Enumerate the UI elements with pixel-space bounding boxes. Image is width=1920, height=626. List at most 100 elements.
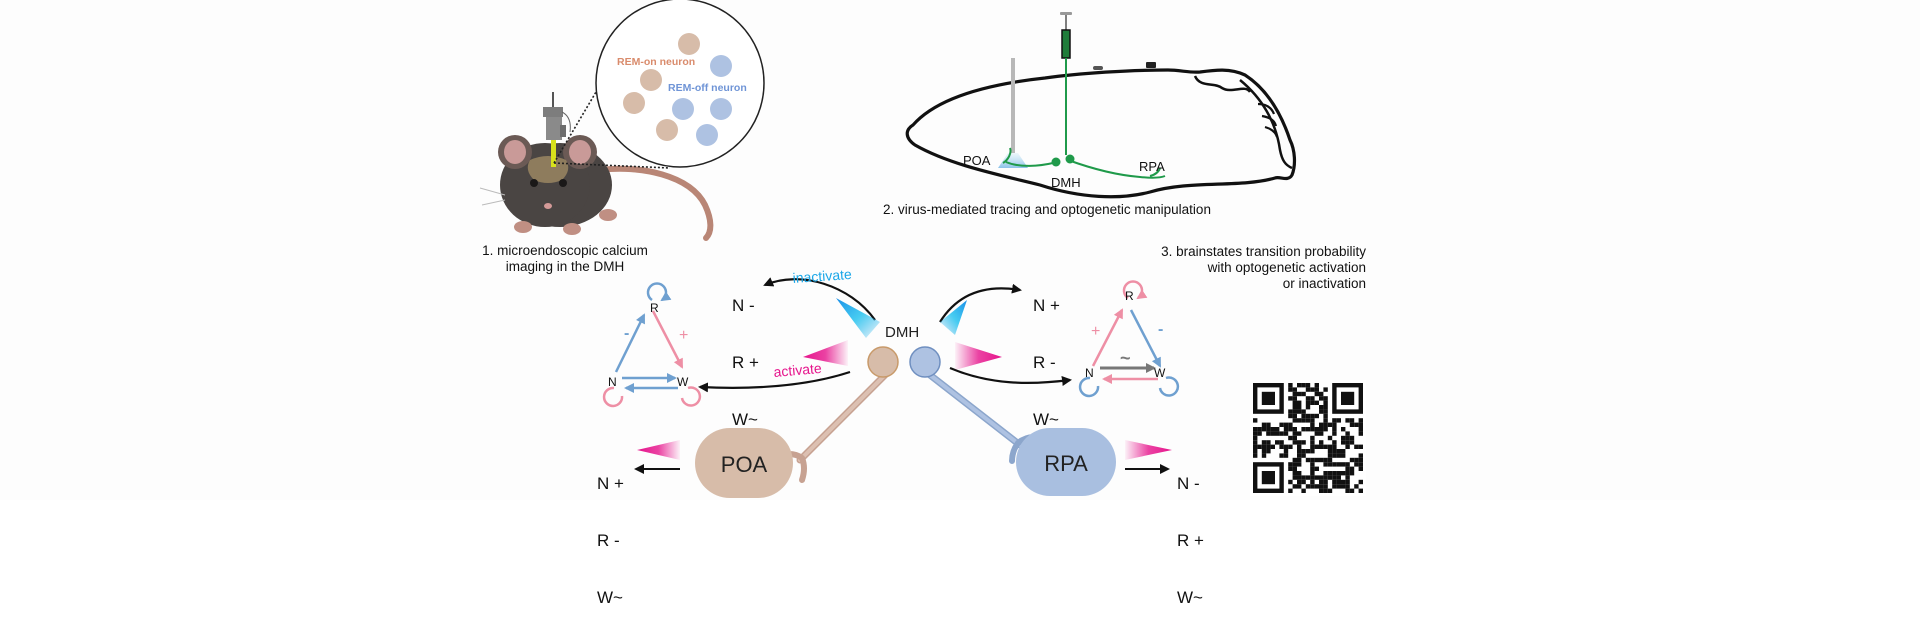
qr-module — [1292, 409, 1297, 414]
qr-module — [1314, 484, 1319, 489]
qr-module — [1297, 409, 1302, 414]
qr-module — [1327, 453, 1333, 458]
qr-module — [1292, 427, 1297, 432]
qr-module — [1358, 418, 1363, 423]
qr-module — [1332, 422, 1337, 427]
qr-module — [1305, 405, 1311, 410]
qr-module — [1319, 422, 1324, 427]
inactivate-light-right — [940, 300, 967, 335]
rem-off-label: REM-off neuron — [668, 82, 747, 94]
rpa-label: RPA — [1139, 159, 1165, 174]
qr-module — [1310, 484, 1315, 489]
qr-module — [1261, 444, 1267, 449]
qr-module — [1345, 479, 1350, 485]
qr-module — [1266, 422, 1271, 427]
qr-module — [1358, 453, 1363, 458]
qr-module — [1297, 471, 1302, 476]
qr-module — [1341, 484, 1346, 489]
qr-module — [1323, 479, 1328, 485]
qr-module — [1323, 405, 1328, 410]
qr-module — [1323, 387, 1328, 392]
qr-module — [1327, 457, 1333, 463]
qr-module — [1305, 413, 1311, 419]
qr-module — [1358, 479, 1363, 485]
rem-off-neuron-dot — [710, 98, 732, 120]
node-r: R — [650, 301, 659, 315]
effect-n: N + — [1033, 296, 1060, 315]
qr-module — [1327, 444, 1333, 449]
qr-module — [1332, 462, 1337, 467]
node-w: W — [1154, 366, 1166, 380]
qr-module — [1288, 409, 1293, 414]
qr-module — [1292, 413, 1297, 419]
qr-module — [1327, 471, 1333, 476]
effect-w: W~ — [597, 588, 623, 607]
qr-module — [1323, 444, 1328, 449]
qr-module — [1305, 457, 1311, 463]
qr-module — [1283, 431, 1289, 436]
qr-module — [1358, 466, 1363, 471]
qr-module — [1253, 418, 1258, 423]
qr-module — [1301, 391, 1306, 397]
tilde-sign: ~ — [1120, 348, 1131, 368]
qr-module — [1301, 475, 1306, 480]
qr-module — [1288, 396, 1293, 401]
qr-module — [1297, 391, 1302, 397]
qr-module — [1292, 387, 1297, 392]
qr-module — [1297, 431, 1302, 436]
effect-r: R + — [732, 353, 759, 372]
qr-module — [1319, 488, 1324, 493]
qr-code-icon[interactable] — [1250, 380, 1366, 496]
qr-module — [1314, 383, 1319, 388]
qr-module — [1297, 405, 1302, 410]
plus-sign: + — [679, 327, 688, 344]
qr-module — [1336, 449, 1341, 454]
qr-module — [1305, 396, 1311, 401]
qr-module — [1310, 471, 1315, 476]
qr-module — [1341, 479, 1346, 485]
rem-on-label: REM-on neuron — [617, 56, 695, 68]
qr-module — [1288, 427, 1293, 432]
qr-module — [1288, 435, 1293, 441]
inactivate-arrow-right — [939, 283, 1022, 323]
qr-module — [1323, 471, 1328, 476]
dmh-label: DMH — [885, 324, 919, 341]
rpa-activate-light — [1125, 440, 1172, 460]
qr-module — [1319, 440, 1324, 445]
qr-module — [1345, 475, 1350, 480]
qr-module — [1297, 462, 1302, 467]
qr-module — [1292, 471, 1297, 476]
qr-module — [1257, 431, 1262, 436]
node-r: R — [1125, 289, 1134, 303]
qr-module — [1288, 488, 1293, 493]
qr-module — [1314, 457, 1319, 463]
qr-module — [1275, 431, 1280, 436]
qr-module — [1283, 422, 1289, 427]
qr-module — [1305, 484, 1311, 489]
qr-module — [1319, 479, 1324, 485]
qr-module — [1358, 444, 1363, 449]
effect-n: N - — [732, 296, 755, 315]
qr-module — [1266, 431, 1271, 436]
qr-module — [1283, 444, 1289, 449]
qr-module — [1332, 431, 1337, 436]
qr-module — [1301, 413, 1306, 419]
effect-r: R - — [1033, 353, 1056, 372]
qr-module — [1349, 457, 1355, 463]
effect-r: R - — [597, 531, 620, 550]
qr-module — [1310, 400, 1315, 405]
qr-module — [1354, 457, 1359, 463]
qr-module — [1345, 440, 1350, 445]
poa-label: POA — [963, 153, 991, 168]
qr-module — [1341, 427, 1346, 432]
qr-module — [1283, 449, 1289, 454]
qr-module — [1253, 449, 1258, 454]
qr-module — [1292, 466, 1297, 471]
qr-module — [1253, 427, 1258, 432]
qr-module — [1310, 435, 1315, 441]
figure-svg: REM-on neuron REM-off neuron POA DMH RPA — [479, 0, 1366, 498]
state-triangle-right: R N W - + ~ — [1078, 280, 1180, 398]
rem-on-neuron-dot — [623, 92, 645, 114]
qr-module — [1354, 484, 1359, 489]
qr-module — [1323, 457, 1328, 463]
